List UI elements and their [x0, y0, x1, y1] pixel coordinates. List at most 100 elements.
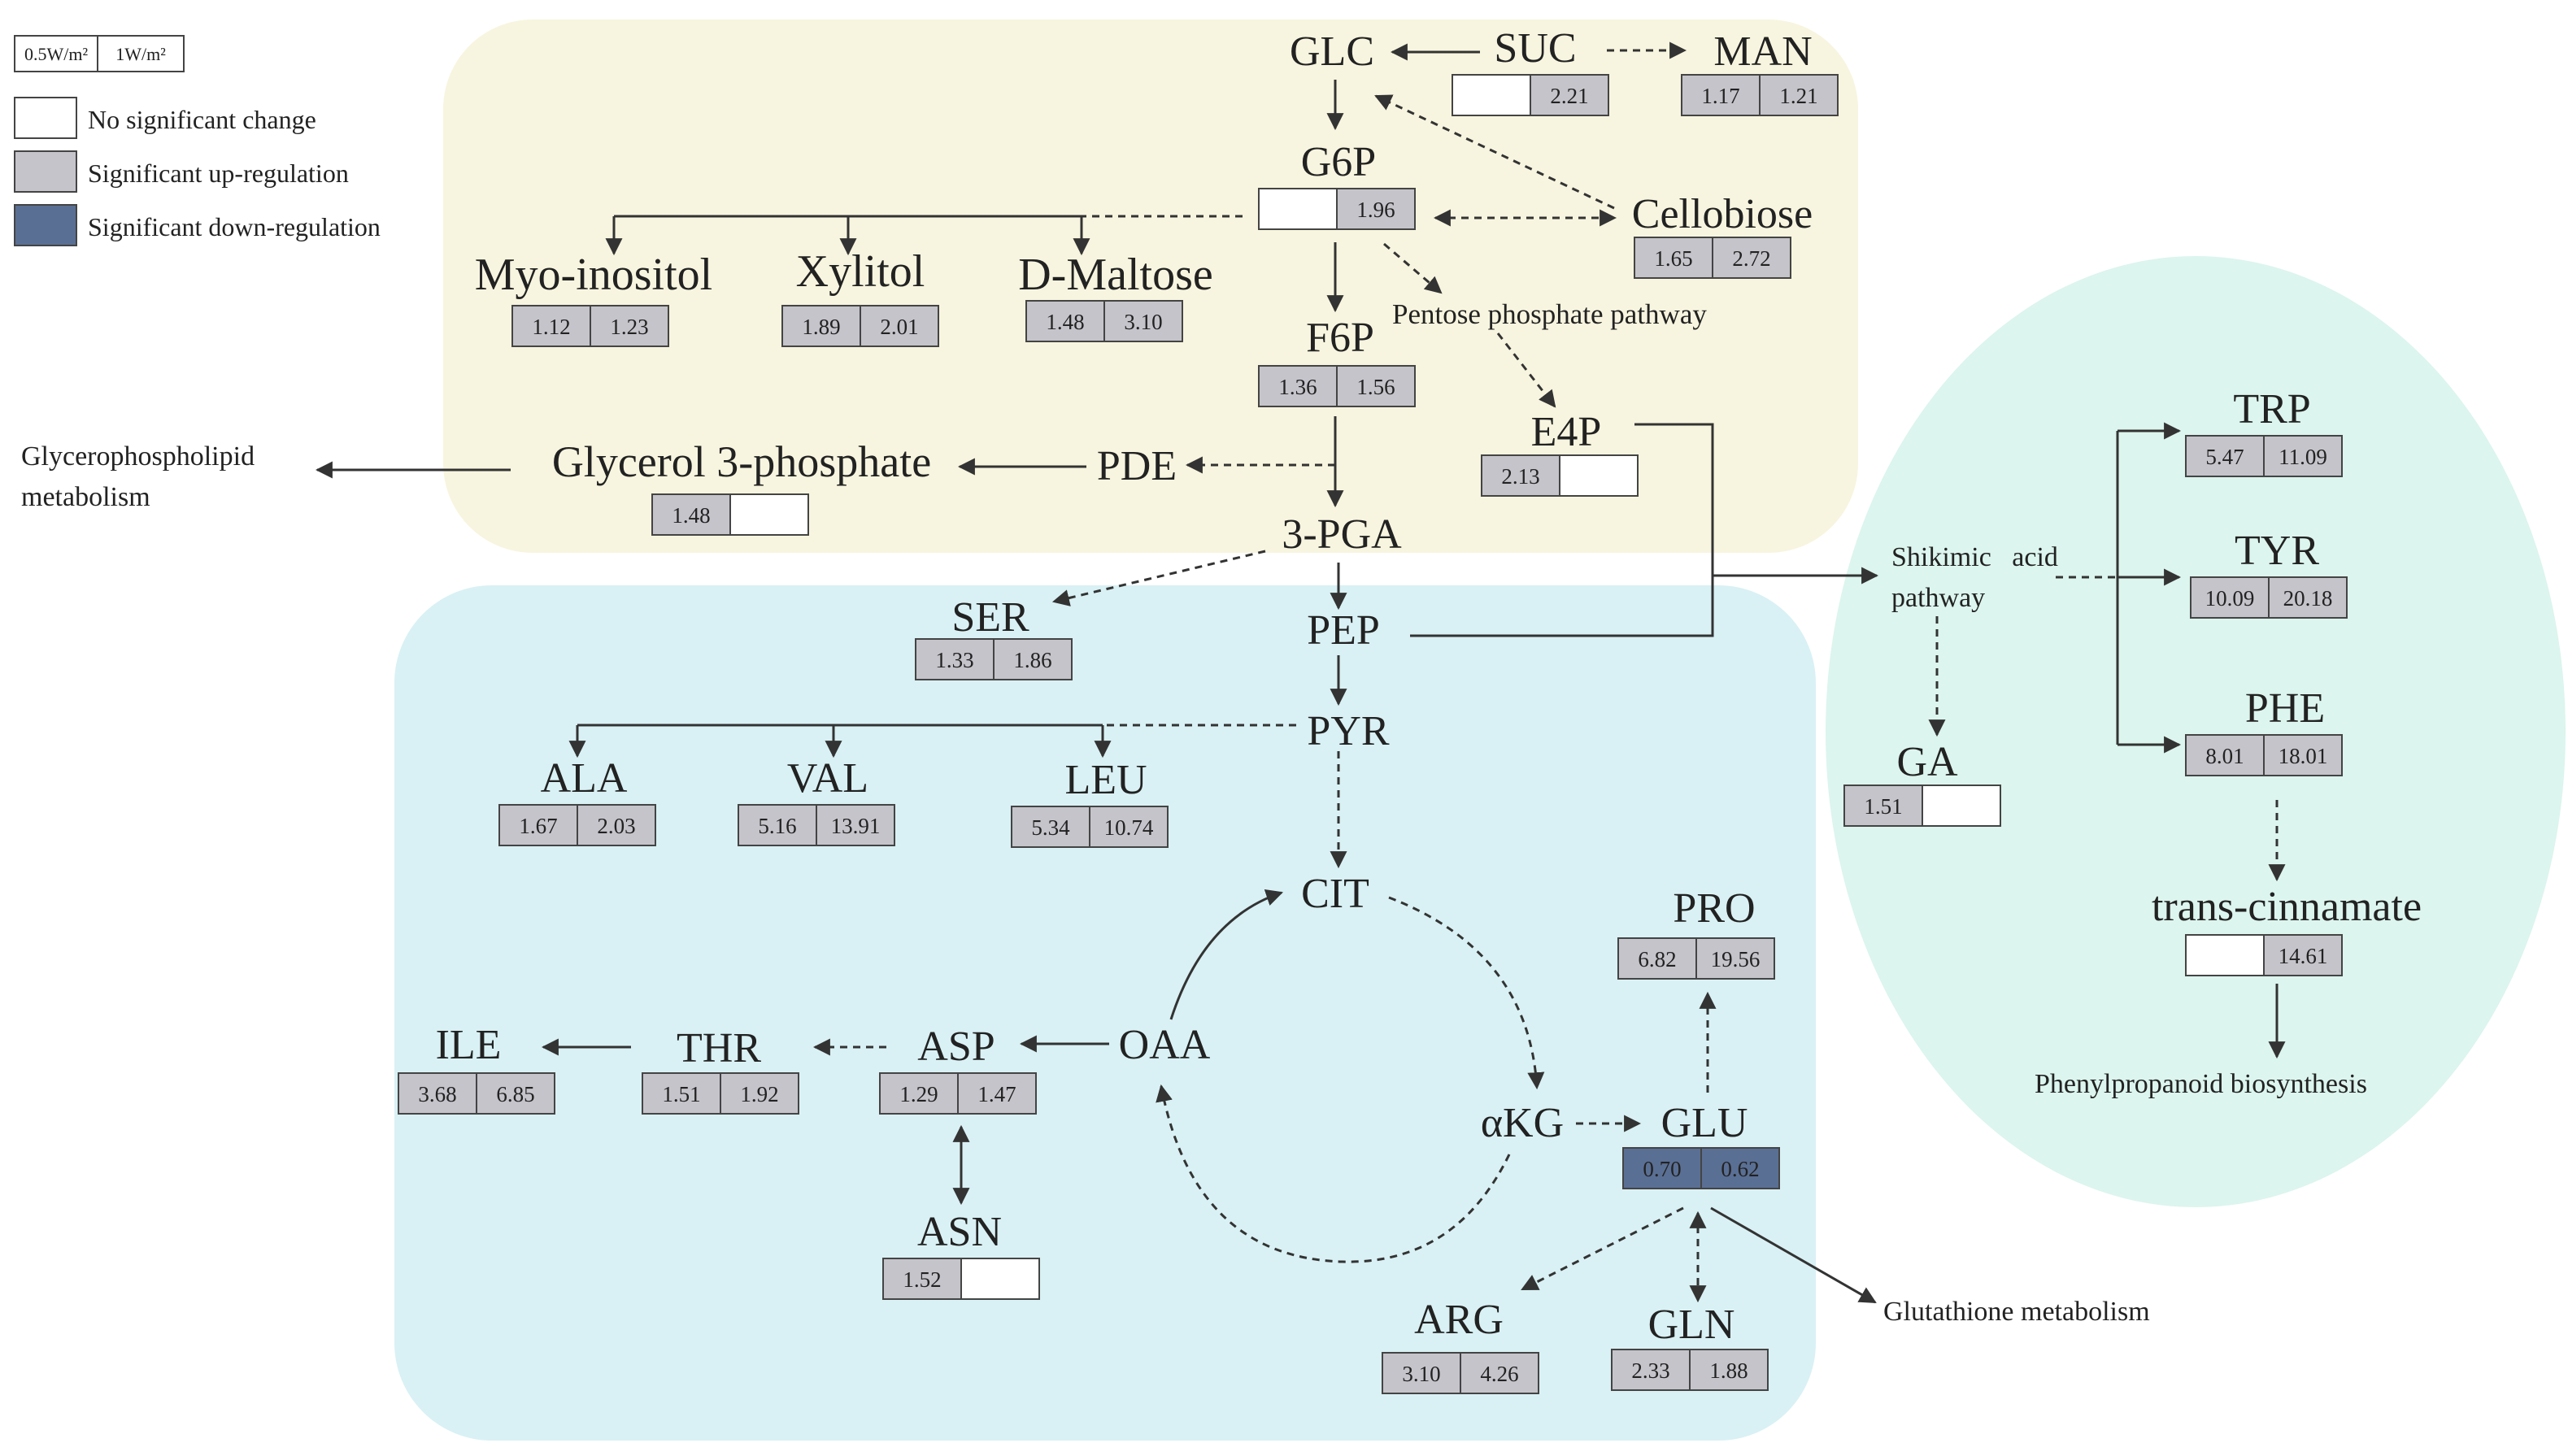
metabolite-label-g6p: G6P [1301, 139, 1376, 185]
value-box-ala-high [577, 804, 656, 846]
glutathione-metabolism-label: Glutathione metabolism [1883, 1297, 2150, 1327]
metabolite-label-ile: ILE [436, 1022, 502, 1068]
legend: 0.5W/m² 1W/m² No significant change Sign… [14, 35, 381, 246]
value-text-suc-high: 2.21 [1550, 84, 1588, 108]
value-box-ga-high [1922, 785, 2001, 827]
value-box-arg-high [1460, 1352, 1539, 1394]
value-box-gln-high [1689, 1349, 1769, 1391]
value-box-transcinnamate-low [2185, 934, 2265, 976]
value-box-glycerol3p-high [729, 493, 809, 536]
metabolite-label-pyr: PYR [1307, 708, 1389, 754]
metabolite-label-glycerol3p: Glycerol 3-phosphate [552, 437, 931, 486]
value-text-cellobiose-low: 1.65 [1654, 246, 1692, 271]
metabolite-label-asp: ASP [917, 1024, 995, 1070]
value-text-ala-low: 1.67 [519, 814, 557, 838]
legend-label-down-regulation: Significant down-regulation [88, 212, 381, 241]
metabolite-label-val: VAL [787, 755, 868, 802]
metabolite-label-akg: αKG [1481, 1100, 1564, 1146]
metabolite-label-oaa: OAA [1119, 1022, 1211, 1068]
value-text-trp-high: 11.09 [2279, 445, 2327, 469]
value-text-ala-high: 2.03 [597, 814, 635, 838]
edge-cit-akg [1388, 896, 1545, 1090]
value-box-cellobiose-low [1634, 237, 1713, 279]
edge-glu-arg [1521, 1206, 1684, 1291]
value-text-glu-high: 0.62 [1721, 1157, 1759, 1181]
value-text-myoinositol-high: 1.23 [610, 315, 648, 339]
value-box-f6p-low [1258, 365, 1338, 407]
metabolite-label-e4p: E4P [1531, 409, 1602, 455]
metabolite-label-cellobiose: Cellobiose [1632, 191, 1813, 237]
value-text-myoinositol-low: 1.12 [532, 315, 570, 339]
edge-pep-shikimic [1410, 576, 1714, 637]
value-box-glycerol3p-low [651, 493, 731, 536]
legend-swatch-no-change [14, 97, 77, 139]
metabolite-label-arg: ARG [1414, 1297, 1504, 1343]
value-text-thr-high: 1.92 [740, 1082, 778, 1106]
value-text-transcinnamate-high: 14.61 [2279, 944, 2328, 968]
value-box-ile-high [476, 1072, 555, 1115]
legend-label-no-change: No significant change [88, 105, 316, 134]
metabolite-label-pro: PRO [1673, 885, 1755, 932]
value-box-g6p-low [1258, 188, 1338, 230]
value-box-val-high [816, 804, 895, 846]
value-text-leu-low: 5.34 [1031, 815, 1070, 840]
value-box-arg-low [1382, 1352, 1461, 1394]
metabolite-label-xylitol: Xylitol [796, 246, 925, 297]
value-text-tyr-low: 10.09 [2205, 586, 2255, 611]
metabolite-label-glu: GLU [1661, 1100, 1748, 1146]
value-box-man-high [1759, 74, 1839, 116]
metabolite-label-glc: GLC [1290, 28, 1374, 75]
value-text-dmaltose-high: 3.10 [1124, 310, 1162, 334]
value-box-ile-low [398, 1072, 477, 1115]
value-text-g6p-high: 1.96 [1356, 198, 1395, 222]
value-box-xylitol-low [781, 305, 861, 347]
value-text-ile-low: 3.68 [418, 1082, 456, 1106]
value-box-dmaltose-low [1025, 300, 1105, 342]
value-box-asn-high [960, 1258, 1040, 1300]
metabolite-label-tyr: TYR [2235, 528, 2319, 574]
value-text-asp-low: 1.29 [899, 1082, 938, 1106]
value-box-asn-low [882, 1258, 962, 1300]
value-text-e4p-low: 2.13 [1501, 464, 1539, 489]
legend-label-up-regulation: Significant up-regulation [88, 159, 349, 188]
metabolite-label-phe: PHE [2245, 685, 2325, 732]
shikimic-acid-label: Shikimic acid [1891, 542, 2058, 572]
metabolite-label-gln: GLN [1648, 1302, 1735, 1348]
shikimic-acid-label-line2: pathway [1891, 583, 1985, 613]
value-box-leu-high [1089, 806, 1169, 848]
value-text-man-low: 1.17 [1701, 84, 1739, 108]
value-text-f6p-high: 1.56 [1356, 375, 1395, 399]
value-box-g6p-high [1336, 188, 1416, 230]
value-box-phe-low [2185, 734, 2265, 776]
value-text-xylitol-high: 2.01 [880, 315, 918, 339]
metabolite-label-myoinositol: Myo-inositol [475, 250, 712, 300]
value-text-cellobiose-high: 2.72 [1732, 246, 1770, 271]
shikimic-pathway-region [1826, 256, 2566, 1207]
value-box-f6p-high [1336, 365, 1416, 407]
edge-cellobiose-glc [1374, 94, 1615, 210]
value-box-ala-low [498, 804, 578, 846]
value-box-ser-high [993, 638, 1073, 680]
value-text-arg-low: 3.10 [1402, 1362, 1440, 1386]
value-box-cellobiose-high [1712, 237, 1791, 279]
value-box-e4p-high [1559, 454, 1639, 497]
value-text-man-high: 1.21 [1779, 84, 1817, 108]
value-text-phe-low: 8.01 [2205, 744, 2244, 768]
phenylpropanoid-biosynthesis-label: Phenylpropanoid biosynthesis [2035, 1069, 2367, 1099]
legend-key-left: 0.5W/m² [24, 44, 88, 64]
value-text-glycerol3p-low: 1.48 [672, 503, 710, 528]
value-text-gln-low: 2.33 [1631, 1358, 1669, 1383]
value-box-pro-high [1695, 937, 1775, 980]
value-text-leu-high: 10.74 [1104, 815, 1154, 840]
metabolite-label-f6p: F6P [1306, 315, 1374, 361]
value-text-gln-high: 1.88 [1709, 1358, 1748, 1383]
edge-pentose-e4p [1496, 332, 1556, 408]
edge-e4p-shikimic [1634, 423, 1879, 585]
edge-glu-glutathione [1710, 1206, 1877, 1304]
value-box-phe-high [2263, 734, 2343, 776]
amino-acid-metabolism-region [394, 585, 1816, 1441]
value-text-arg-high: 4.26 [1480, 1362, 1518, 1386]
